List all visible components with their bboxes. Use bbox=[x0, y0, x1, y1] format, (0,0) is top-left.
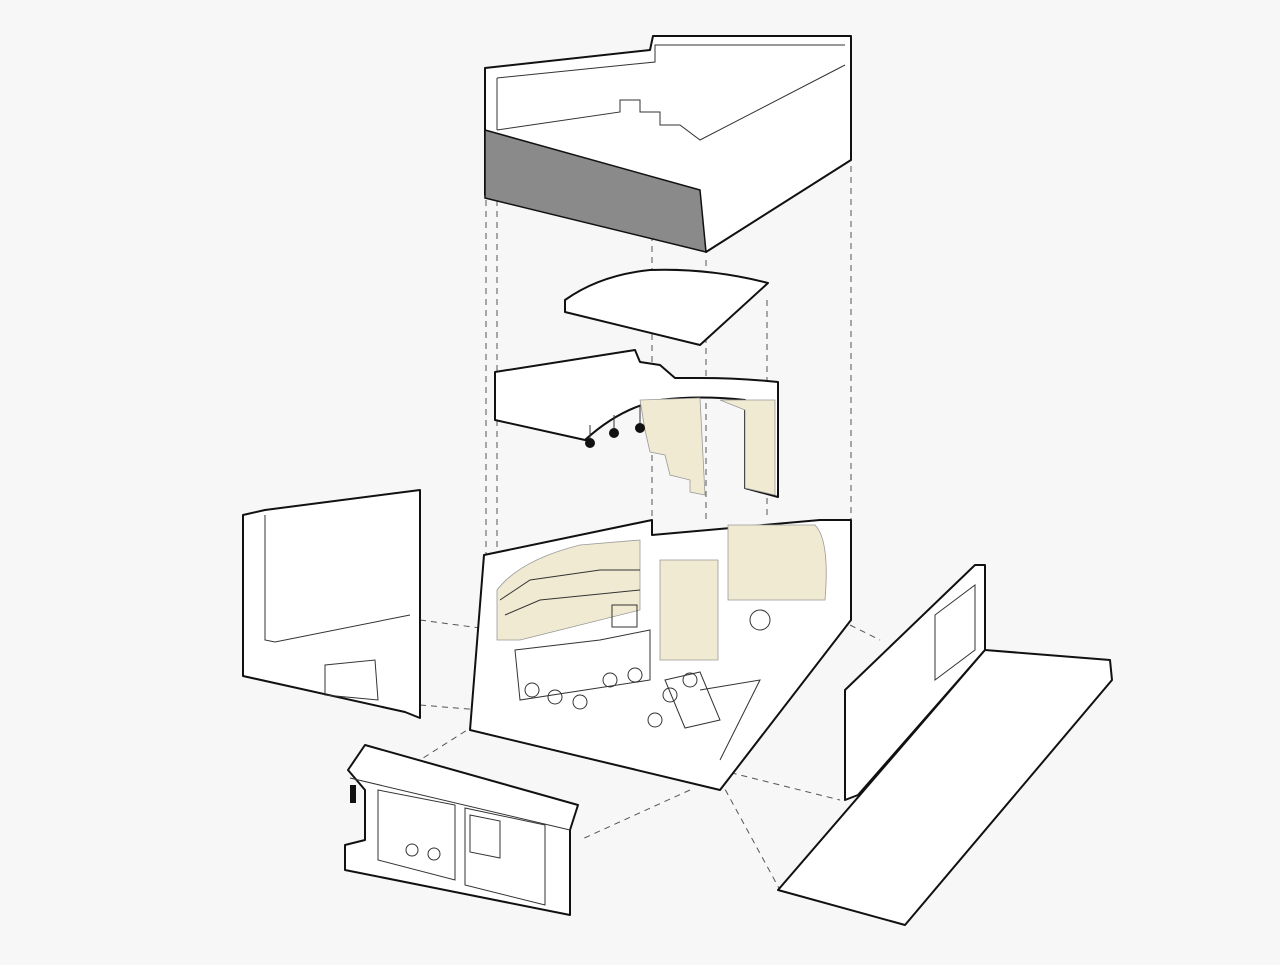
bar-stools bbox=[524, 667, 643, 710]
front-facade bbox=[344, 744, 579, 916]
ceiling-slab bbox=[564, 268, 769, 346]
interior-floor bbox=[469, 519, 852, 791]
roof bbox=[484, 35, 852, 253]
tables-and-chairs bbox=[647, 609, 771, 729]
pendant-lamps bbox=[585, 405, 645, 448]
left-wall bbox=[242, 489, 421, 719]
sidewalk bbox=[777, 649, 1113, 926]
curved-ceiling bbox=[494, 349, 779, 498]
